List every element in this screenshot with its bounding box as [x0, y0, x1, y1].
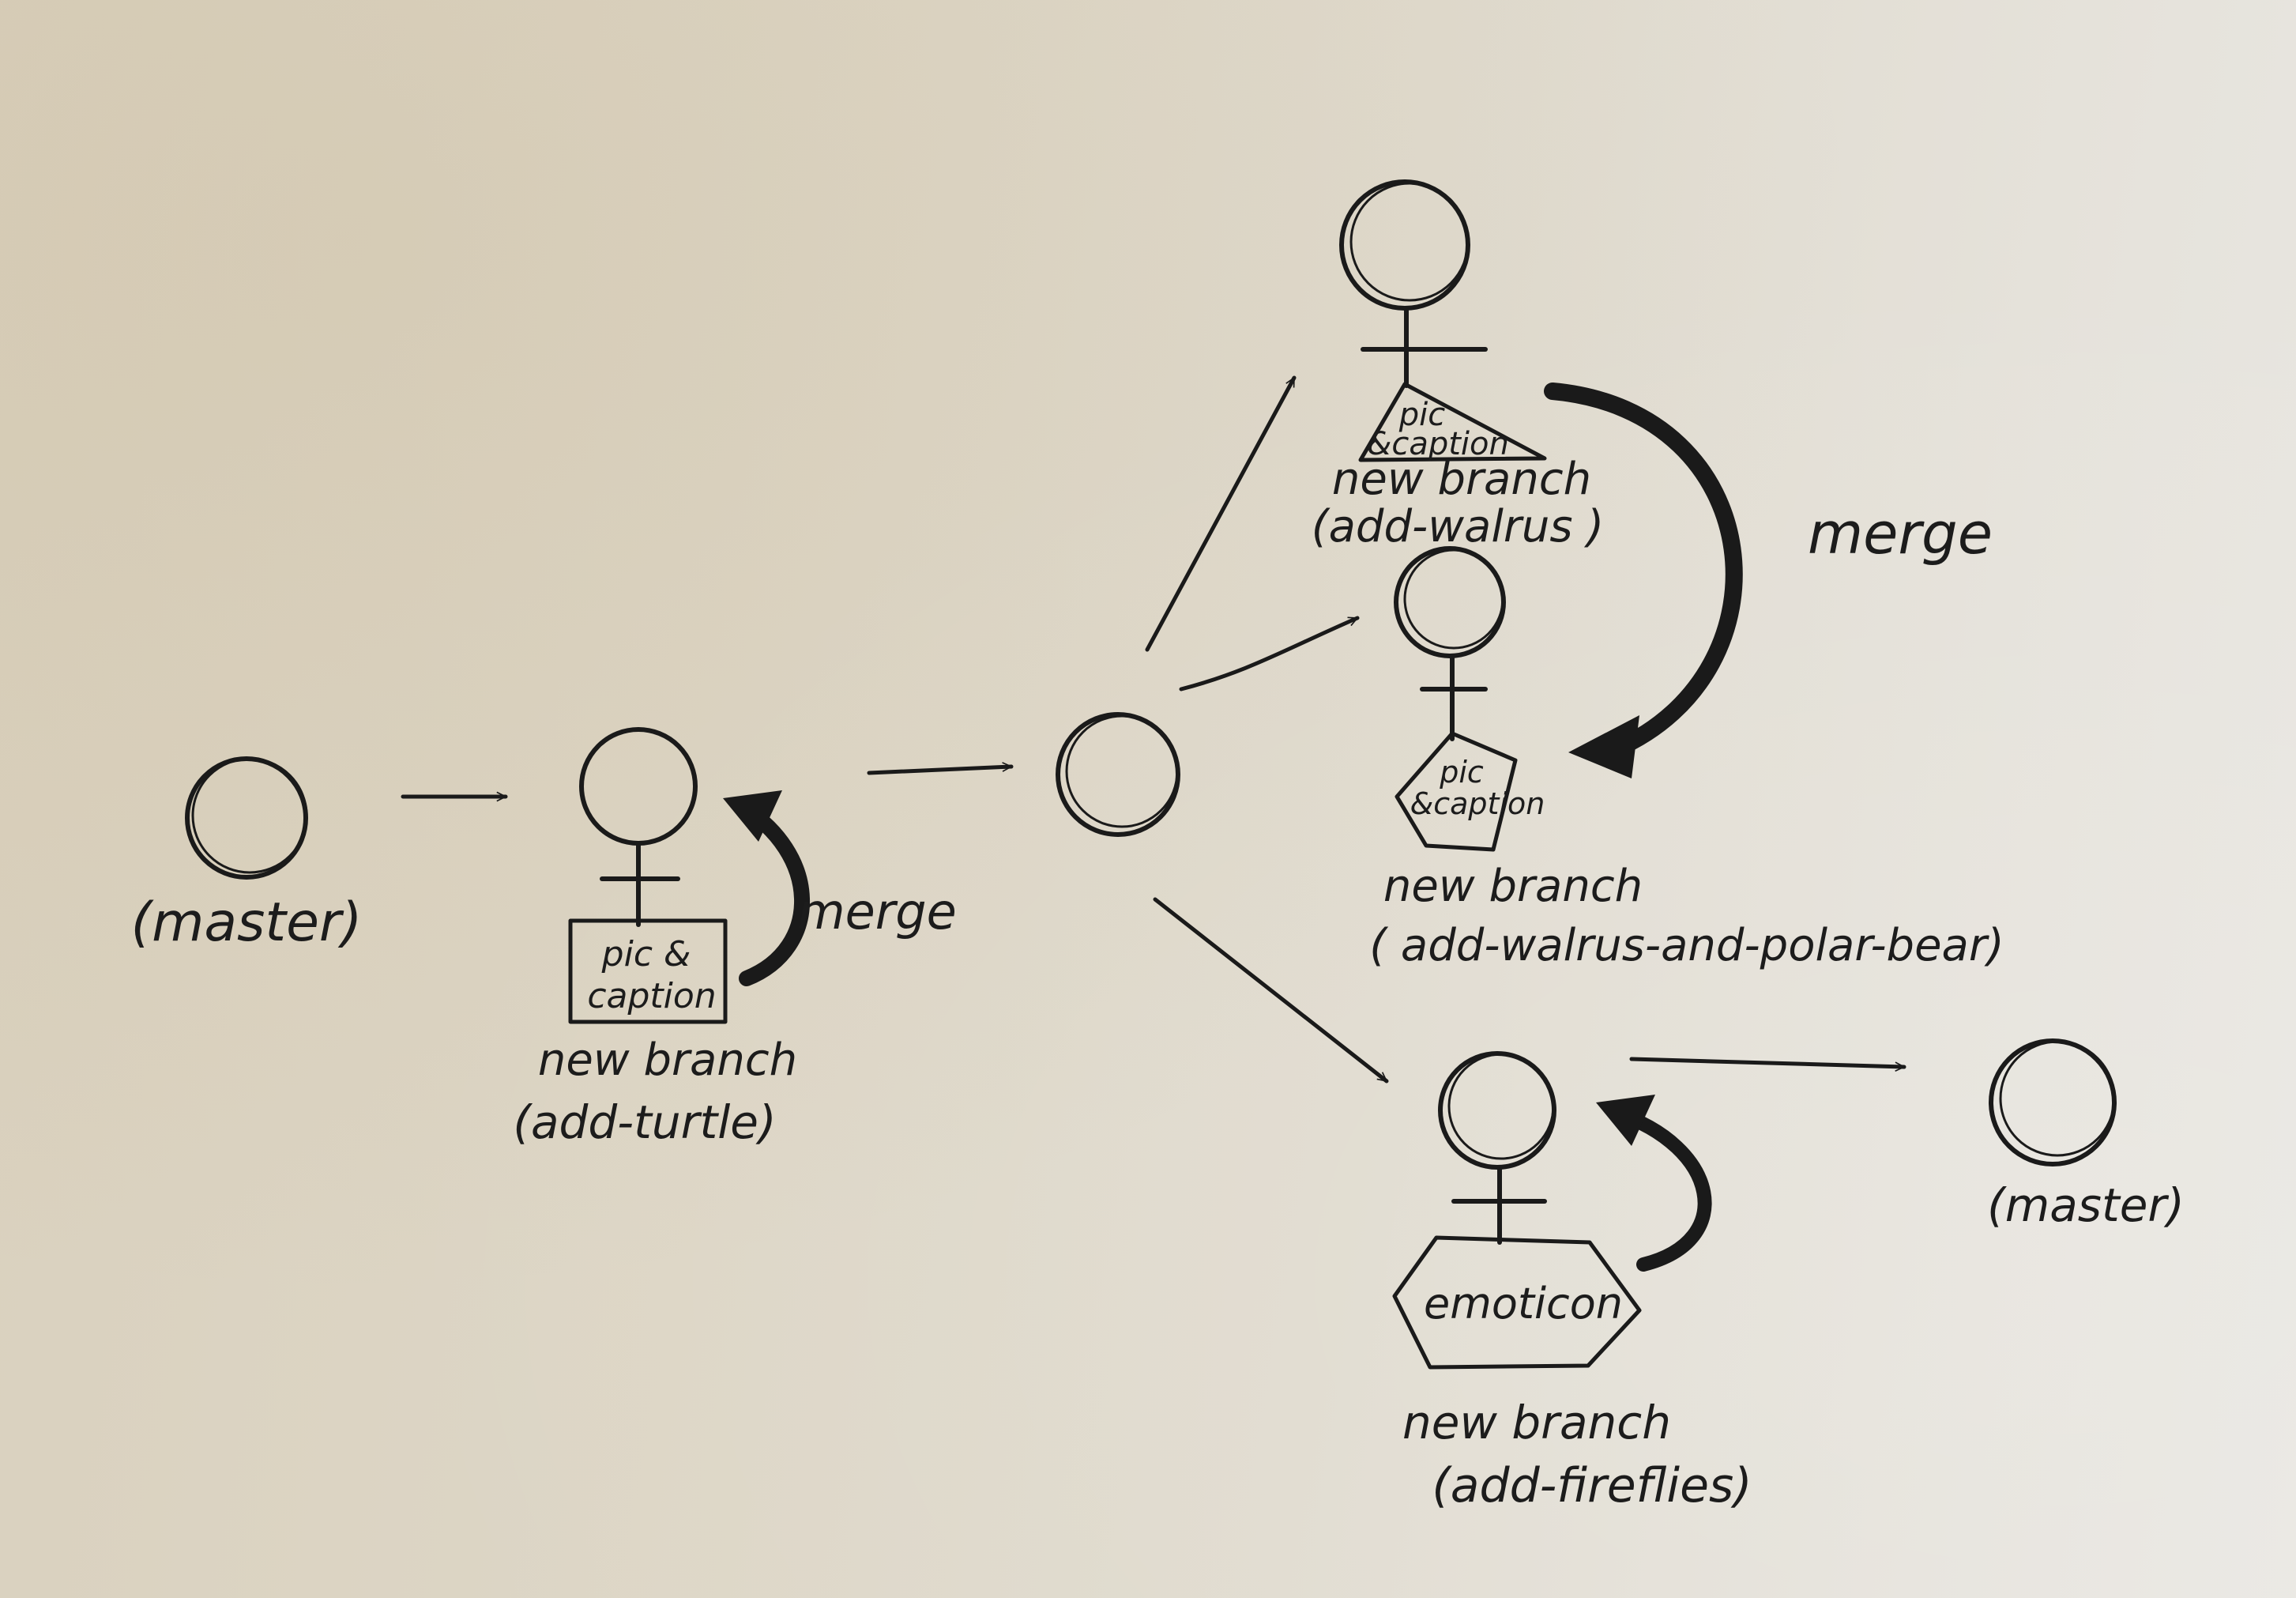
turtle-content-line1: pic & [601, 934, 691, 974]
walrus-new-branch: new branch [1332, 454, 1591, 505]
walrus-polar-branch-name: ( add-walrus-and-polar-bear) [1369, 920, 2004, 971]
commit-add-walrus-and-polar-bear [1394, 546, 1518, 852]
fireflies-new-branch: new branch [1402, 1396, 1671, 1449]
label-master-start: (master) [131, 891, 363, 954]
walrus-branch-name: (add-walrus ) [1312, 501, 1604, 552]
commit-add-walrus [1339, 179, 1547, 462]
merge-arrowhead-turtle [723, 790, 782, 842]
arrow-fireflies-to-master [1629, 1057, 1906, 1067]
merge-label-turtle: merge [797, 883, 957, 940]
walrus-polar-content-line2: &caption [1410, 786, 1545, 821]
merge-arrow-fireflies [1609, 1106, 1712, 1272]
arrow-mid-to-walrus [1145, 375, 1297, 652]
arrow-turtle-to-mid [867, 767, 1014, 775]
turtle-branch-name: (add-turtle) [513, 1095, 776, 1149]
commit-add-turtle [568, 727, 728, 1024]
label-master-end: (master) [1987, 1178, 2185, 1232]
merge-arrow-turtle [731, 797, 810, 986]
commit-master-end [1989, 1038, 2117, 1166]
commit-mid [1056, 712, 1180, 837]
commit-add-fireflies [1392, 1051, 1642, 1370]
merge-label-walrus: merge [1808, 500, 1993, 567]
merge-arrow-walrus [1544, 383, 1743, 758]
merge-arrowhead-fireflies [1596, 1095, 1655, 1146]
turtle-content-line2: caption [587, 976, 716, 1016]
turtle-new-branch: new branch [538, 1035, 797, 1086]
walrus-content-line2: &caption [1367, 426, 1509, 462]
commit-master-start [185, 756, 308, 880]
fireflies-branch-name: (add-fireflies) [1432, 1458, 1752, 1513]
fireflies-content: emoticon [1424, 1279, 1623, 1329]
walrus-polar-new-branch: new branch [1383, 861, 1643, 912]
arrow-mid-to-walrus-polar [1179, 616, 1360, 692]
walrus-polar-content-line1: pic [1439, 755, 1484, 790]
arrow-mid-to-fireflies [1153, 897, 1389, 1084]
walrus-content-line1: pic [1398, 397, 1446, 433]
merge-arrowhead-walrus [1568, 715, 1639, 778]
